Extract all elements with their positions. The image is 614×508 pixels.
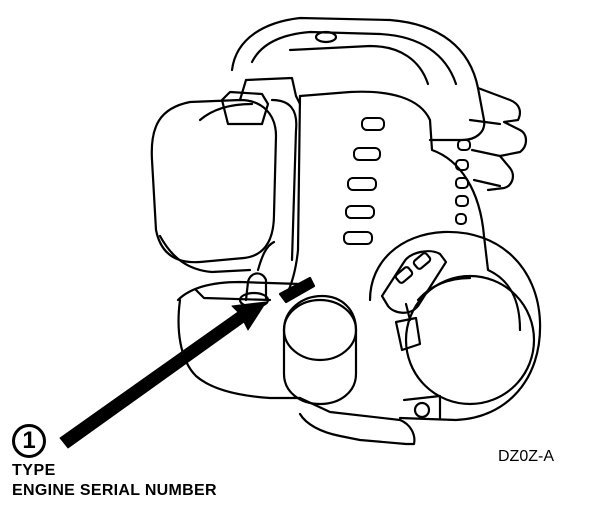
base-bracket [402, 394, 442, 420]
callout-label-serial: ENGINE SERIAL NUMBER [12, 482, 217, 499]
fuel-tank [177, 298, 302, 400]
recoil-cover-rim [416, 276, 472, 302]
rear-fin-1 [468, 118, 502, 126]
air-cleaner-bottom [158, 234, 252, 274]
rear-cooling-block [476, 86, 528, 192]
handle-tab [220, 90, 270, 126]
engine-top-cover [230, 16, 486, 142]
handle-upright [270, 98, 298, 262]
air-cleaner-back [198, 102, 254, 122]
figure-code: DZ0Z-A [498, 448, 554, 465]
mounting-bolt [413, 401, 431, 419]
engine-base [298, 396, 416, 446]
fuel-tank-top [176, 280, 302, 302]
recoil-starter-housing [368, 230, 542, 422]
handle-bracket [238, 76, 302, 106]
callout-number-badge: 1 [12, 424, 46, 458]
stop-switch-housing [380, 250, 448, 314]
fuel-line [256, 240, 276, 272]
stop-switch-button-1 [394, 266, 414, 284]
fuel-tank-lip [194, 288, 272, 302]
stop-switch-button-2 [412, 252, 432, 270]
serial-number-plate [278, 276, 316, 304]
fuel-cap [282, 294, 358, 406]
leader-arrow [59, 301, 267, 449]
cover-ridge [250, 30, 458, 86]
primer-stem [244, 272, 268, 302]
rear-fin-2 [470, 148, 502, 158]
recoil-starter-cover [404, 274, 536, 406]
rear-fin-3 [472, 178, 502, 188]
fuel-cap-face [282, 298, 358, 362]
choke-lever-stem [404, 302, 412, 322]
cooling-slots [343, 117, 471, 245]
fuel-cap-top [314, 30, 338, 44]
cover-inner-ridge [288, 44, 430, 86]
callout-label-type: TYPE [12, 462, 56, 479]
engine-housing [298, 90, 522, 332]
